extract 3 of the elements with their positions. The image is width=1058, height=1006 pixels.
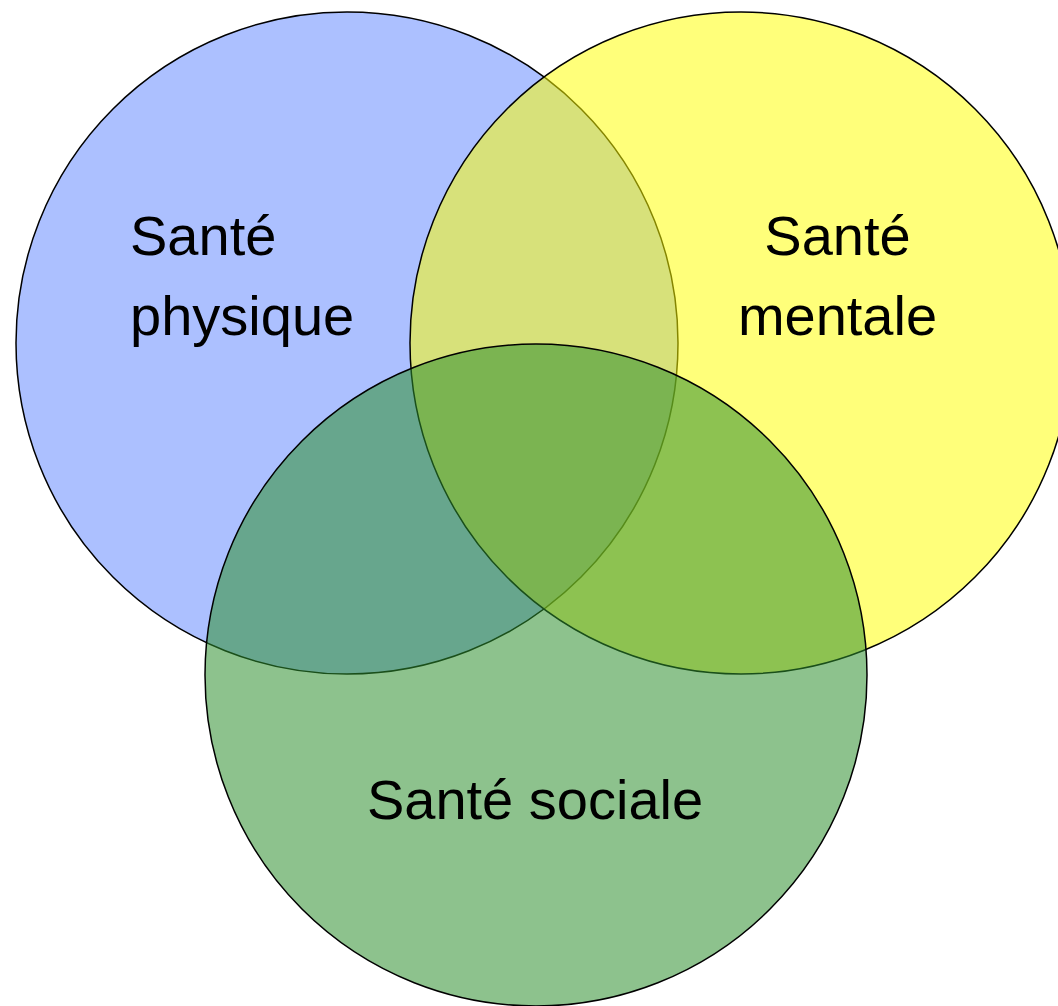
circle-label: Santé mentale — [736, 203, 939, 349]
circle-label: Santé physique — [130, 203, 356, 349]
circle-label: Santé sociale — [365, 767, 705, 833]
